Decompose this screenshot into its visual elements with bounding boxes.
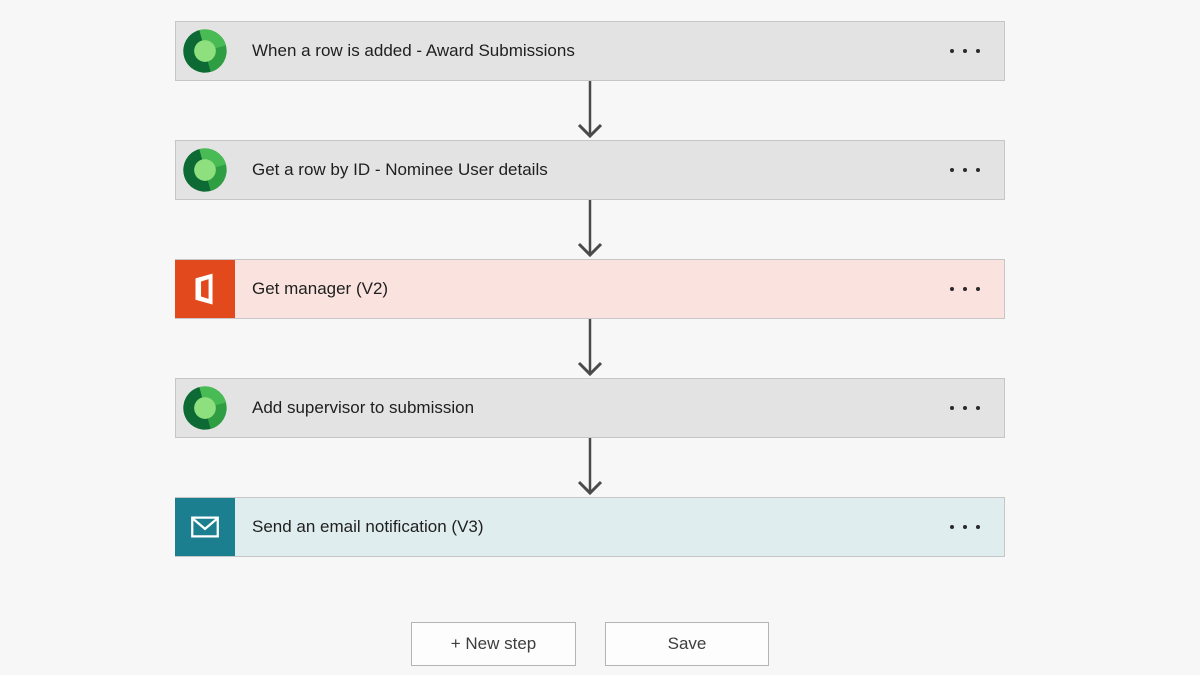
dataverse-icon: [175, 141, 235, 199]
connector-arrow: [175, 438, 1005, 497]
step-label: Add supervisor to submission: [252, 398, 475, 417]
dataverse-icon: [175, 379, 235, 437]
flow-step-get-manager[interactable]: Get manager (V2): [175, 259, 1005, 319]
step-label: When a row is added - Award Submissions: [252, 41, 575, 60]
office365-icon: [175, 260, 235, 318]
flow-steps-column: When a row is added - Award Submissions: [175, 21, 1005, 557]
step-label: Get a row by ID - Nominee User details: [252, 160, 548, 179]
flow-step-send-email[interactable]: Send an email notification (V3): [175, 497, 1005, 557]
connector-arrow: [175, 81, 1005, 140]
more-options-button[interactable]: [948, 517, 982, 537]
mail-icon: [175, 498, 235, 556]
more-options-button[interactable]: [948, 398, 982, 418]
new-step-button[interactable]: + New step: [411, 622, 576, 666]
flow-step-trigger[interactable]: When a row is added - Award Submissions: [175, 21, 1005, 81]
save-button[interactable]: Save: [605, 622, 769, 666]
connector-arrow: [175, 319, 1005, 378]
footer-actions: + New step Save: [175, 622, 1005, 666]
flow-step-add-supervisor[interactable]: Add supervisor to submission: [175, 378, 1005, 438]
flow-step-get-row[interactable]: Get a row by ID - Nominee User details: [175, 140, 1005, 200]
more-options-button[interactable]: [948, 160, 982, 180]
more-options-button[interactable]: [948, 41, 982, 61]
dataverse-icon: [175, 22, 235, 80]
connector-arrow: [175, 200, 1005, 259]
step-label: Send an email notification (V3): [252, 517, 484, 536]
more-options-button[interactable]: [948, 279, 982, 299]
step-label: Get manager (V2): [252, 279, 389, 298]
